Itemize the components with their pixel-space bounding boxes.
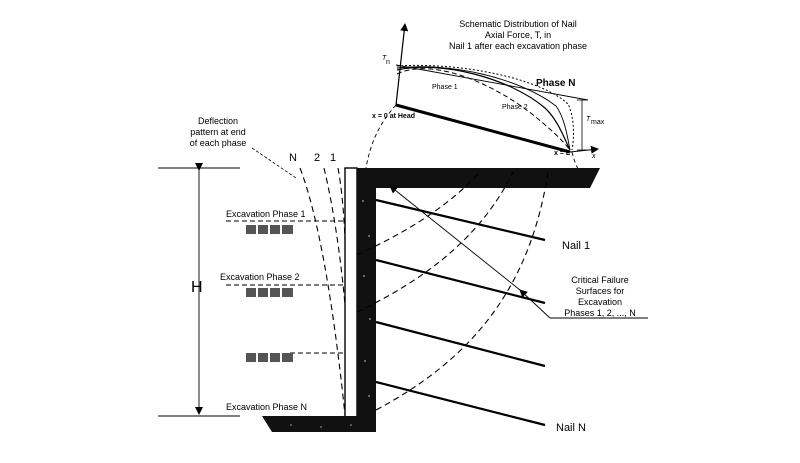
x-axis-label: x (591, 153, 596, 160)
phase-2-curve-label: Phase 2 (502, 104, 528, 111)
t-axis-sub: n (386, 59, 390, 66)
excavation-phase-2-block (246, 288, 293, 297)
tmax-sub: max (591, 119, 605, 126)
deflection-curve-label-n: N (289, 152, 297, 164)
inset-link-right (571, 151, 581, 173)
deflection-curve-1 (337, 167, 346, 241)
phase-n-curve-label: Phase N (536, 78, 575, 89)
deflection-label-leader (251, 147, 297, 179)
nail-3 (375, 320, 546, 368)
excavation-phase-2-label: Excavation Phase 2 (220, 272, 300, 282)
deflection-curve-2 (323, 167, 346, 306)
tmax-label: T (586, 116, 591, 123)
deflection-label: Deflection pattern at end of each phase (190, 116, 247, 148)
inset-title-line-1: Schematic Distribution of Nail (459, 19, 577, 29)
failure-surface-1 (356, 171, 481, 256)
inset-title-line-2: Axial Force, T, in (485, 30, 551, 40)
phase-2-curve (396, 66, 571, 151)
t-axis (395, 23, 409, 106)
t-axis-label: T (382, 55, 387, 62)
phase-n-curve (396, 64, 574, 151)
deflection-curves (299, 167, 346, 416)
height-dimension: H (158, 163, 240, 417)
nails (375, 198, 546, 427)
inset-title-line-3: Nail 1 after each excavation phase (449, 41, 587, 51)
failure-label-line-3: Excavation (578, 297, 622, 307)
x-head-label: x = 0 at Head (372, 113, 415, 120)
deflection-label-line-2: pattern at end (190, 127, 246, 137)
deflection-curve-n (299, 167, 346, 416)
nail-2 (375, 258, 546, 305)
x-end-label: x = L (554, 150, 571, 157)
ground-surface-cap (357, 168, 600, 188)
failure-surface-n (375, 171, 549, 411)
deflection-curve-label-1: 1 (330, 152, 336, 164)
axial-force-inset: Schematic Distribution of Nail Axial For… (365, 19, 605, 173)
failure-surface-2 (356, 171, 514, 313)
reference-line (395, 64, 589, 101)
failure-label-line-1: Critical Failure (571, 275, 629, 285)
height-label: H (191, 279, 203, 296)
nail-n (375, 380, 546, 427)
nail-n-label: Nail N (556, 422, 586, 434)
ground-and-wall (262, 167, 600, 432)
phase-mid-curve (396, 66, 571, 151)
nail-1 (375, 198, 546, 242)
phase-1-curve (396, 68, 571, 151)
failure-label-line-4: Phases 1, 2, ..., N (564, 308, 636, 318)
critical-failure-surfaces (356, 171, 549, 411)
wall-facing-outline (344, 167, 358, 418)
wall-shotcrete (357, 168, 376, 417)
failure-label-line-2: Surfaces for (576, 286, 625, 296)
excavation-phase-n-label: Excavation Phase N (226, 402, 307, 412)
wall-shotcrete-speckles (362, 200, 371, 397)
failure-callout-leader-diag (519, 289, 551, 319)
excavation-phase-1-label: Excavation Phase 1 (226, 209, 306, 219)
nail-1-label: Nail 1 (562, 240, 590, 252)
excavation-phases: Excavation Phase 1 Excavation Phase 2 Ex… (220, 209, 345, 412)
nail-1-inset-bar (395, 103, 571, 154)
failure-callout-arrow (389, 185, 521, 291)
excavation-phase-3-block (246, 353, 293, 362)
x-axis (569, 145, 599, 154)
deflection-curve-label-2: 2 (314, 152, 320, 164)
excavation-phase-1-block (246, 225, 293, 234)
inset-link-left (365, 104, 397, 169)
failure-label: Critical Failure Surfaces for Excavation… (564, 275, 636, 318)
deflection-label-line-1: Deflection (198, 116, 238, 126)
deflection-label-line-3: of each phase (190, 138, 247, 148)
phase-1-curve-label: Phase 1 (432, 84, 458, 91)
footing-speckles (290, 424, 352, 428)
excavation-base-footing (262, 416, 376, 432)
